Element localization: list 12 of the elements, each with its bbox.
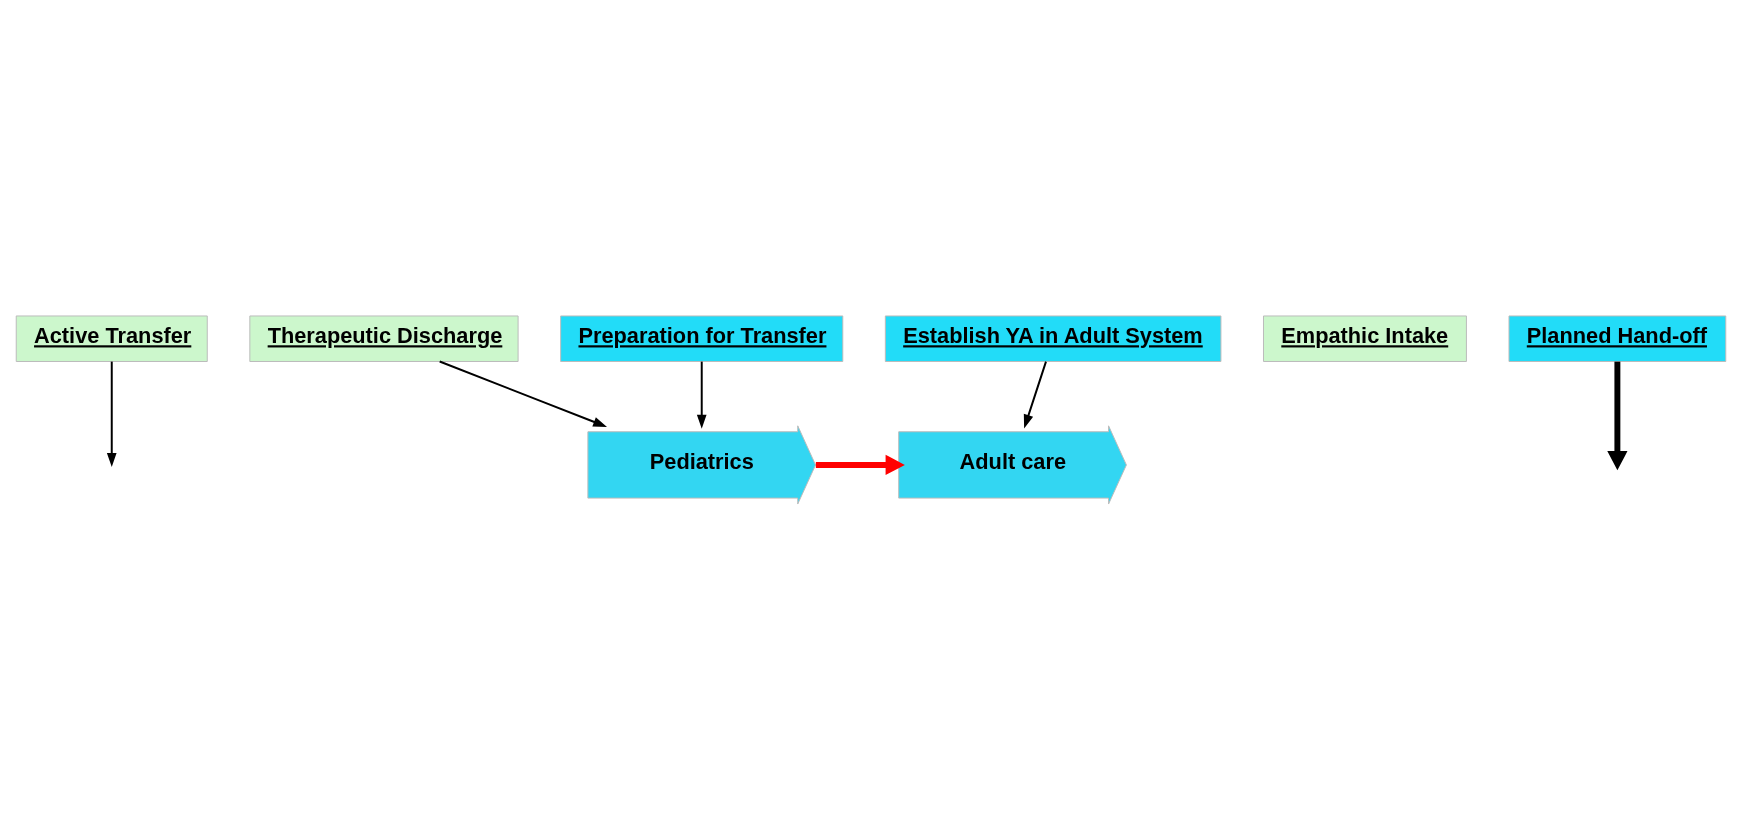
node-box: Therapeutic Discharge <box>249 315 519 362</box>
arrow <box>106 360 117 467</box>
arrow <box>438 360 608 427</box>
node-box: Active Transfer <box>15 315 208 362</box>
node-box: Empathic Intake <box>1263 315 1467 362</box>
node-box: Establish YA in Adult System <box>884 315 1222 362</box>
arrow <box>815 454 905 476</box>
arrow <box>1607 361 1628 471</box>
node-box: Preparation for Transfer <box>560 315 844 362</box>
node-box: Planned Hand-off <box>1508 315 1727 362</box>
arrow <box>1023 360 1047 429</box>
arrow <box>696 360 707 429</box>
